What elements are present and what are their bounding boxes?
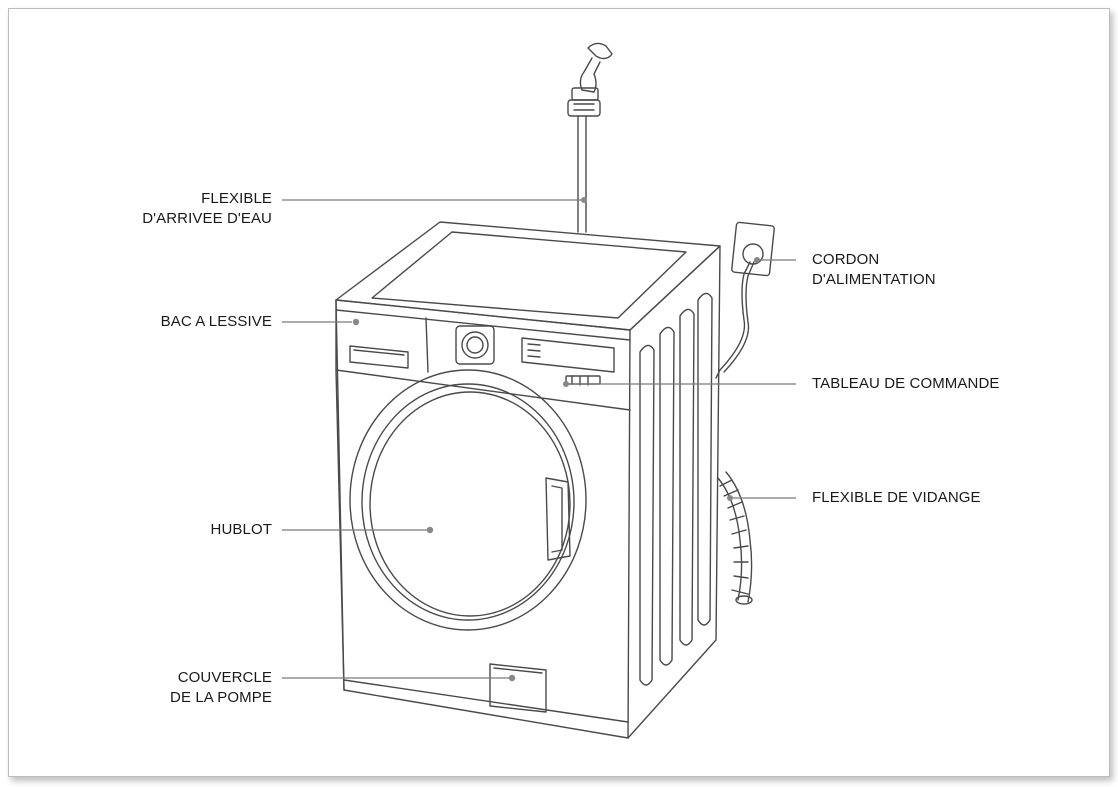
leader-dots: [352, 197, 760, 682]
label-drain-hose: FLEXIBLE DE VIDANGE: [812, 489, 981, 506]
label-door: HUBLOT: [210, 521, 272, 538]
door-outer: [349, 369, 587, 631]
inlet-hose: [577, 115, 587, 233]
drawer-handle: [349, 345, 409, 369]
drain-hose: [717, 477, 743, 601]
label-control-panel: TABLEAU DE COMMANDE: [812, 375, 1000, 392]
label-inlet-hose: FLEXIBLE D'ARRIVEE D'EAU: [142, 190, 272, 227]
side-body: [627, 245, 721, 739]
water-tap: [567, 42, 613, 117]
pump-cover: [489, 663, 547, 713]
figure-frame: [8, 8, 1110, 777]
label-detergent-drawer: BAC A LESSIVE: [160, 313, 272, 330]
leader-lines: [282, 199, 796, 679]
label-pump-cover: COUVERCLE DE LA POMPE: [170, 669, 272, 706]
label-power-cord: CORDON D'ALIMENTATION: [812, 251, 936, 288]
